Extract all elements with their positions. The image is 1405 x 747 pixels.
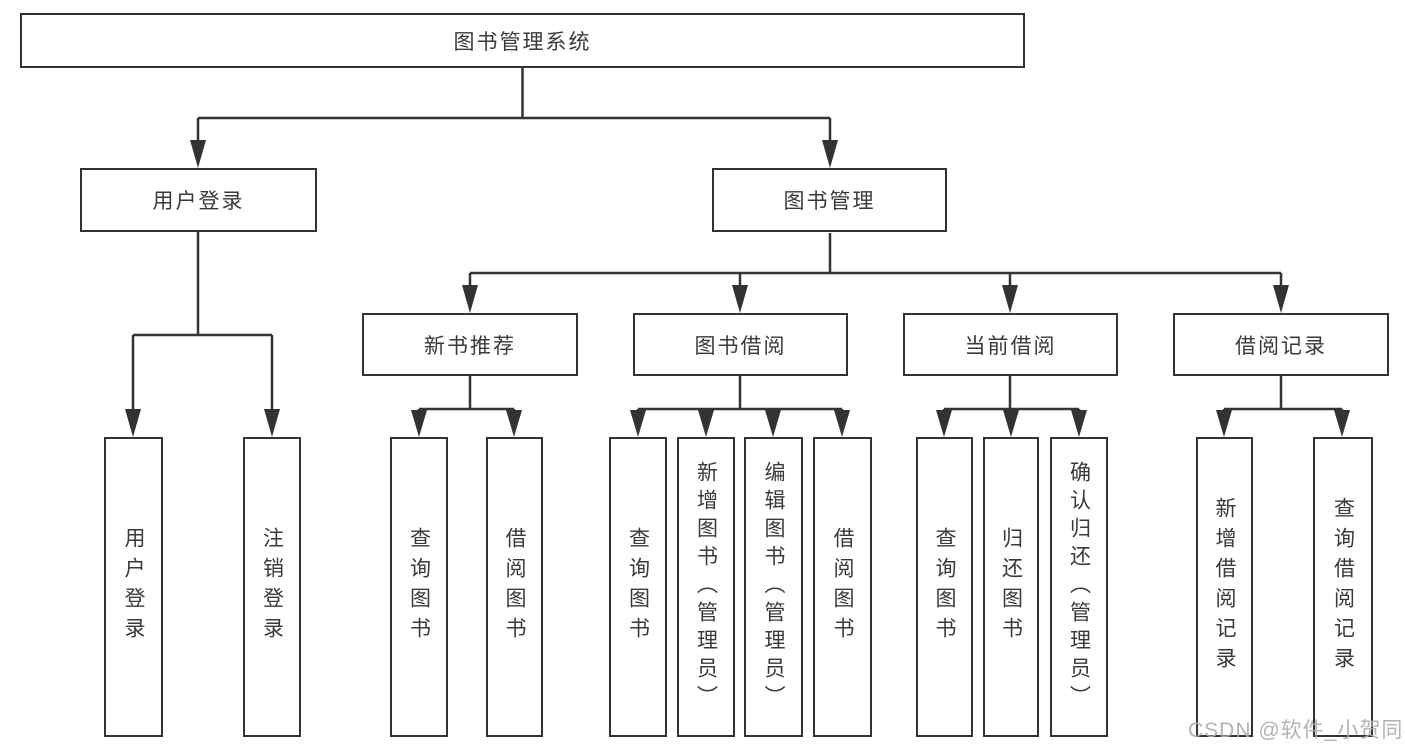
leaf-borrow-books-recommend: 借阅图书 (486, 437, 543, 737)
leaf-borrow-books: 借阅图书 (813, 437, 872, 737)
node-borrowing-records: 借阅记录 (1173, 313, 1389, 376)
leaf-query-books-recommend: 查询图书 (390, 437, 448, 737)
node-current-borrowing: 当前借阅 (903, 313, 1118, 376)
leaf-query-books-borrowing: 查询图书 (609, 437, 667, 737)
leaf-user-login: 用户登录 (104, 437, 163, 737)
leaf-logout: 注销登录 (243, 437, 301, 737)
node-library-management-system: 图书管理系统 (20, 13, 1025, 68)
leaf-query-books-current: 查询图书 (916, 437, 973, 737)
node-book-borrowing: 图书借阅 (633, 313, 848, 376)
watermark: CSDN @软件_小贺同学 (1188, 719, 1405, 742)
leaf-return-books: 归还图书 (983, 437, 1039, 737)
leaf-add-book-admin: 新增图书（管理员） (677, 437, 735, 737)
node-user-login-branch: 用户登录 (80, 168, 317, 232)
leaf-edit-book-admin: 编辑图书（管理员） (744, 437, 803, 737)
node-book-management-branch: 图书管理 (712, 168, 947, 232)
node-new-book-recommendation: 新书推荐 (362, 313, 578, 376)
arrowhead-icons (125, 140, 1350, 437)
leaf-query-borrow-record: 查询借阅记录 (1313, 437, 1373, 737)
leaf-confirm-return-admin: 确认归还（管理员） (1050, 437, 1108, 737)
leaf-add-borrow-record: 新增借阅记录 (1196, 437, 1253, 737)
